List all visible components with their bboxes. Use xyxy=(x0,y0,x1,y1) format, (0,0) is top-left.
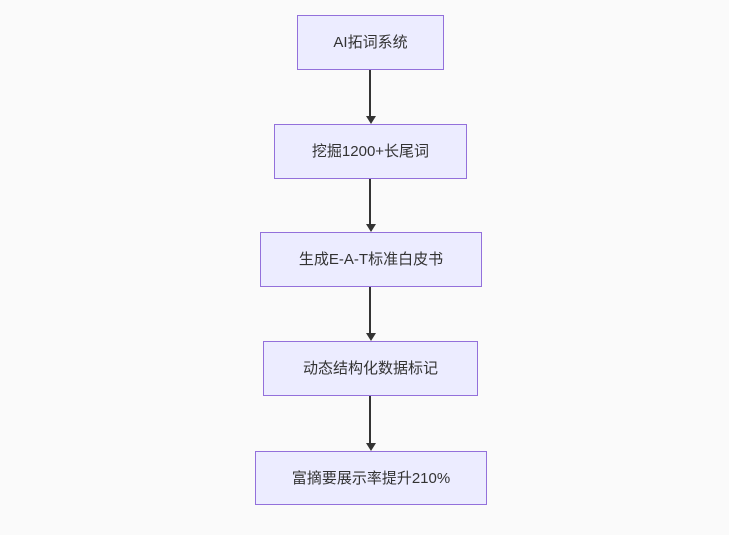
arrow-line xyxy=(369,70,371,116)
node-label: 生成E-A-T标准白皮书 xyxy=(298,251,444,268)
flow-arrow-4 xyxy=(366,396,376,451)
arrowhead-down-icon xyxy=(366,333,376,341)
flow-arrow-3 xyxy=(366,287,376,341)
flowchart-node-ai-word-expansion-system: AI拓词系统 xyxy=(297,15,444,70)
arrowhead-down-icon xyxy=(366,116,376,124)
flow-arrow-1 xyxy=(366,70,376,124)
flowchart-node-mine-longtail-keywords: 挖掘1200+长尾词 xyxy=(274,124,467,179)
arrowhead-down-icon xyxy=(366,443,376,451)
node-label: 富摘要展示率提升210% xyxy=(291,469,451,487)
node-label: AI拓词系统 xyxy=(333,34,408,51)
flowchart-node-dynamic-structured-data-markup: 动态结构化数据标记 xyxy=(263,341,478,396)
arrow-line xyxy=(369,396,371,443)
arrow-line xyxy=(369,287,371,333)
arrow-line xyxy=(369,179,371,224)
arrowhead-down-icon xyxy=(366,224,376,232)
node-label: 挖掘1200+长尾词 xyxy=(311,143,430,160)
flow-arrow-2 xyxy=(366,179,376,232)
flowchart-node-generate-eat-whitepaper: 生成E-A-T标准白皮书 xyxy=(260,232,482,287)
node-label: 动态结构化数据标记 xyxy=(302,360,438,377)
flowchart-node-rich-snippet-rate-increase: 富摘要展示率提升210% xyxy=(255,451,487,505)
